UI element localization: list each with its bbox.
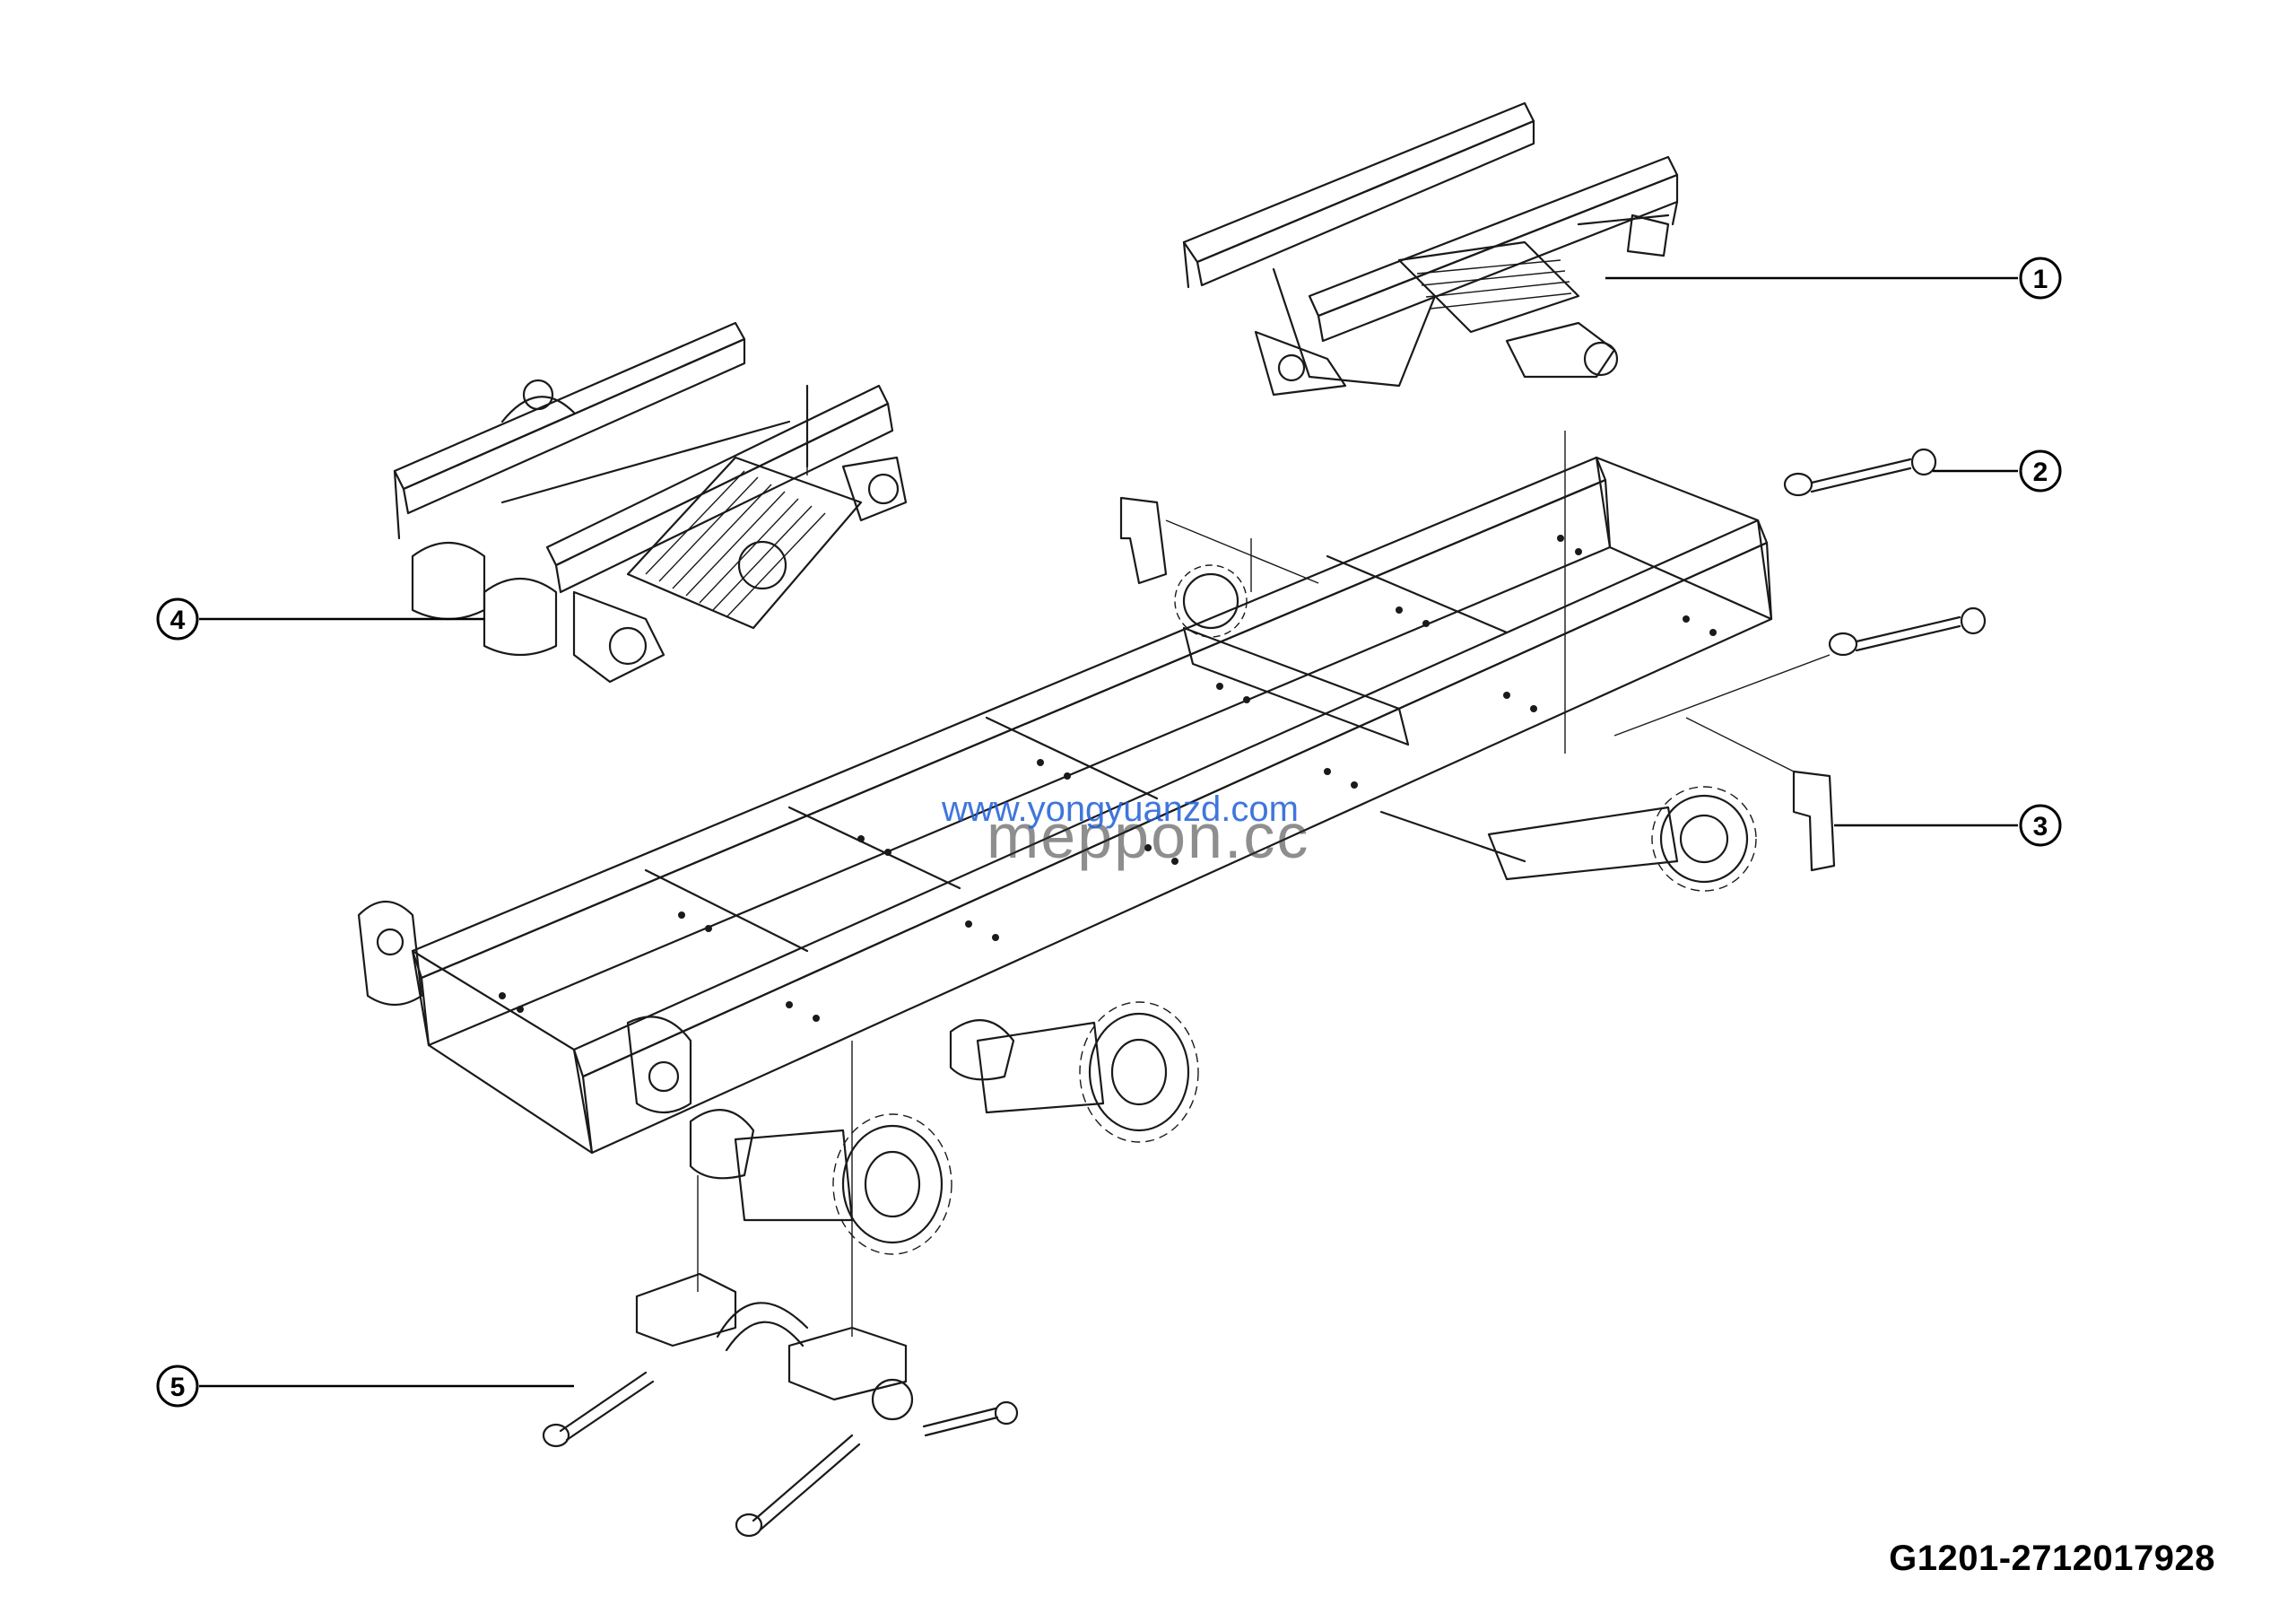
rail-rivets — [499, 535, 1717, 1022]
svg-text:2: 2 — [2033, 458, 2048, 487]
figure-code: G1201-2712017928 — [1889, 1539, 2215, 1578]
rear-bogie-assembly — [393, 321, 908, 684]
svg-text:4: 4 — [170, 606, 186, 635]
callout-3: 3 — [2019, 804, 2062, 847]
front-suspension-assembly — [1182, 101, 1679, 397]
torque-rod-assembly — [1613, 448, 1987, 737]
leader-lines — [199, 276, 2018, 1388]
front-wheel-hub — [1379, 786, 1757, 892]
callout-5: 5 — [156, 1365, 199, 1408]
callout-4: 4 — [156, 597, 199, 641]
chassis-frame — [357, 456, 1773, 1255]
bracket-assembly — [1685, 717, 1836, 872]
trunnion-assembly — [542, 1041, 1019, 1538]
callout-2: 2 — [2019, 449, 2062, 493]
svg-text:5: 5 — [170, 1373, 186, 1402]
callout-1: 1 — [2019, 257, 2062, 300]
svg-text:1: 1 — [2033, 265, 2048, 294]
rear-axle-2 — [689, 1109, 952, 1255]
rear-axle-1 — [949, 1001, 1199, 1143]
svg-text:3: 3 — [2033, 812, 2048, 842]
